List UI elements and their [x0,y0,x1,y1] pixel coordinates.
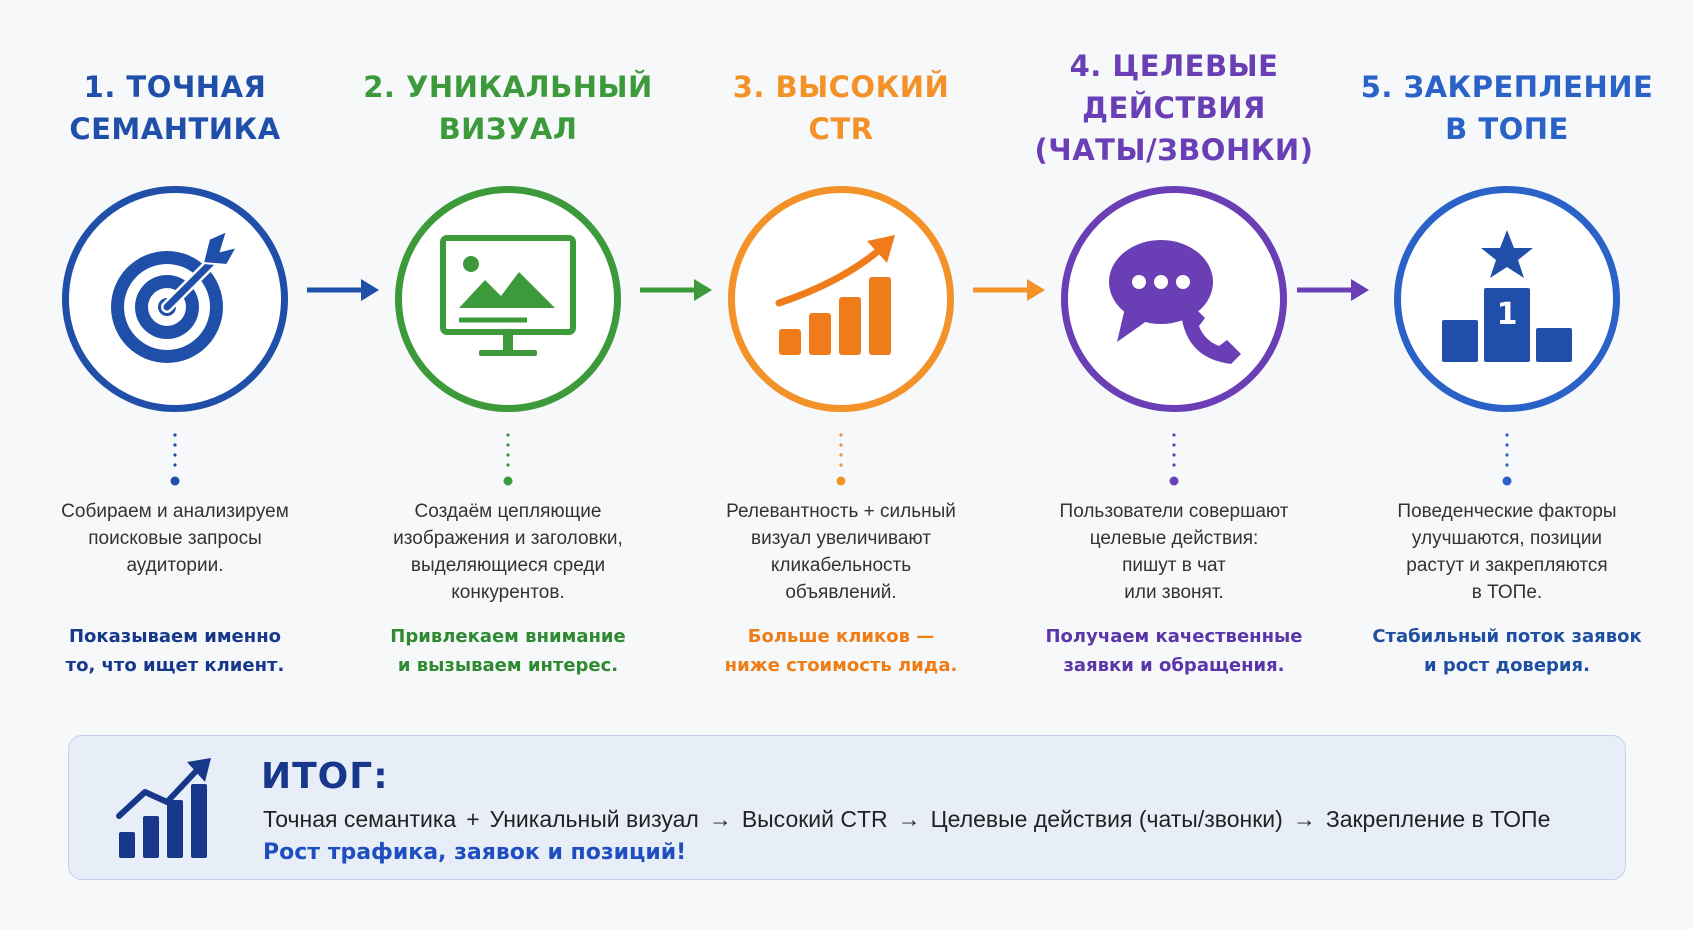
desc-line: в ТОПе. [1471,582,1543,603]
desc-line: Собираем и анализируем [61,501,289,522]
growth-chart-icon [116,758,211,858]
desc-line: конкурентов. [451,582,565,603]
step-4-takeaway: Получаем качественные заявки и обращения… [1045,622,1302,680]
step-5-title-line: 5. ЗАКРЕПЛЕНИЕ [1360,70,1654,104]
takeaway-line: Показываем именно [68,626,281,647]
takeaway-line: ниже стоимость лида. [724,655,958,676]
summary-panel: ИТОГ: Точная семантика + Уникальный визуал… [68,735,1626,880]
step-2-circle [395,186,621,412]
step-5: 5. ЗАКРЕПЛЕНИЕ В ТОПЕ 1 Поведенческие фа… [1357,60,1657,680]
step-5-title-line: В ТОПЕ [1445,112,1569,146]
step-2-connector [503,432,513,488]
step-5-circle: 1 [1394,186,1620,412]
arrow-operator: → [1292,806,1316,832]
formula-term: Уникальный визуал [489,806,699,832]
chat-phone-icon [1109,240,1241,364]
desc-line: аудитории. [126,555,224,576]
step-1-circle [62,186,288,412]
formula-term: Высокий CTR [741,806,888,832]
step-1-connector [170,432,180,488]
step-2-title-line: 2. УНИКАЛЬНЫЙ [363,70,653,104]
formula-term: Целевые действия (чаты/звонки) [930,806,1283,832]
step-5-connector [1502,432,1512,488]
step-1-title-line: СЕМАНТИКА [69,112,281,146]
takeaway-line: и вызываем интерес. [397,655,619,676]
step-1-title-line: 1. ТОЧНАЯ [83,70,267,104]
step-4-title-line: (ЧАТЫ/ЗВОНКИ) [1034,133,1314,167]
step-1-title: 1. ТОЧНАЯ СЕМАНТИКА [69,66,280,150]
takeaway-line: Получаем качественные [1045,626,1303,647]
desc-line: целевые действия: [1089,528,1259,549]
takeaway-line: Больше кликов — [747,626,935,647]
takeaway-line: Привлекаем внимание [390,626,626,647]
takeaway-line: заявки и обращения. [1063,655,1285,676]
arrow-operator: → [897,806,921,832]
step-4-description: Пользователи совершают целевые действия:… [1060,498,1289,606]
step-3-circle [728,186,954,412]
step-2-title: 2. УНИКАЛЬНЫЙ ВИЗУАЛ [363,66,653,150]
step-3-description: Релевантность + сильный визуал увеличива… [726,498,956,606]
takeaway-line: то, что ищет клиент. [65,655,285,676]
arrow-operator: → [708,806,732,832]
desc-line: кликабельность [770,555,912,576]
step-3-takeaway: Больше кликов — ниже стоимость лида. [725,622,958,680]
step-4: 4. ЦЕЛЕВЫЕ ДЕЙСТВИЯ (ЧАТЫ/ЗВОНКИ) [1024,49,1324,680]
step-2-takeaway: Привлекаем внимание и вызываем интерес. [390,622,625,680]
growth-chart-icon [775,235,895,355]
plus-operator: + [466,806,480,832]
step-3-title-line: CTR [808,112,874,146]
podium-star-icon: 1 [1442,230,1572,362]
arrow-right-icon [1297,279,1369,301]
desc-line: поисковые запросы [88,528,262,549]
step-1-takeaway: Показываем именно то, что ищет клиент. [66,622,285,680]
desc-line: или звонят. [1124,582,1224,603]
step-4-title-line: 4. ЦЕЛЕВЫЕ ДЕЙСТВИЯ [1069,49,1279,125]
desc-line: выделяющиеся среди [410,555,606,576]
takeaway-line: Стабильный поток заявок [1372,626,1642,647]
step-1-description: Собираем и анализируем поисковые запросы… [61,498,289,606]
summary-title: ИТОГ: [261,756,389,797]
step-4-circle [1061,186,1287,412]
formula-term: Точная семантика [263,806,457,832]
summary-result: Рост трафика, заявок и позиций! [263,840,687,865]
step-3-title-line: 3. ВЫСОКИЙ [732,70,950,104]
desc-line: изображения и заголовки, [393,528,623,549]
step-5-takeaway: Стабильный поток заявок и рост доверия. [1372,622,1641,680]
step-1: 1. ТОЧНАЯ СЕМАНТИКА [25,60,325,680]
step-2-description: Создаём цепляющие изображения и заголовк… [393,498,623,606]
step-3-title: 3. ВЫСОКИЙ CTR [733,66,950,150]
desc-line: Создаём цепляющие [414,501,602,522]
target-icon [111,229,239,363]
desc-line: визуал увеличивают [751,528,931,549]
step-4-connector [1169,432,1179,488]
arrow-right-icon [973,279,1045,301]
takeaway-line: и рост доверия. [1424,655,1590,676]
podium-label: 1 [1497,297,1518,332]
desc-line: пишут в чат [1122,555,1226,576]
desc-line: растут и закрепляются [1406,555,1608,576]
desc-line: улучшаются, позиции [1411,528,1603,549]
step-5-description: Поведенческие факторы улучшаются, позици… [1397,498,1616,606]
arrow-right-icon [307,279,379,301]
arrow-right-icon [640,279,712,301]
step-3-connector [836,432,846,488]
step-5-title: 5. ЗАКРЕПЛЕНИЕ В ТОПЕ [1361,66,1654,150]
desc-line: Пользователи совершают [1059,501,1289,522]
step-4-title: 4. ЦЕЛЕВЫЕ ДЕЙСТВИЯ (ЧАТЫ/ЗВОНКИ) [1024,49,1324,167]
summary-formula: Точная семантика + Уникальный визуал → Высок… [263,806,1550,833]
desc-line: Поведенческие факторы [1397,501,1617,522]
step-2: 2. УНИКАЛЬНЫЙ ВИЗУАЛ Создаём це [358,60,658,680]
formula-term: Закрепление в ТОПе [1325,806,1551,832]
step-3: 3. ВЫСОКИЙ CTR Релевантность + [691,60,991,680]
desc-line: Релевантность + сильный [726,501,956,522]
desc-line: объявлений. [785,582,897,603]
step-2-title-line: ВИЗУАЛ [438,112,578,146]
monitor-image-icon [440,235,576,356]
